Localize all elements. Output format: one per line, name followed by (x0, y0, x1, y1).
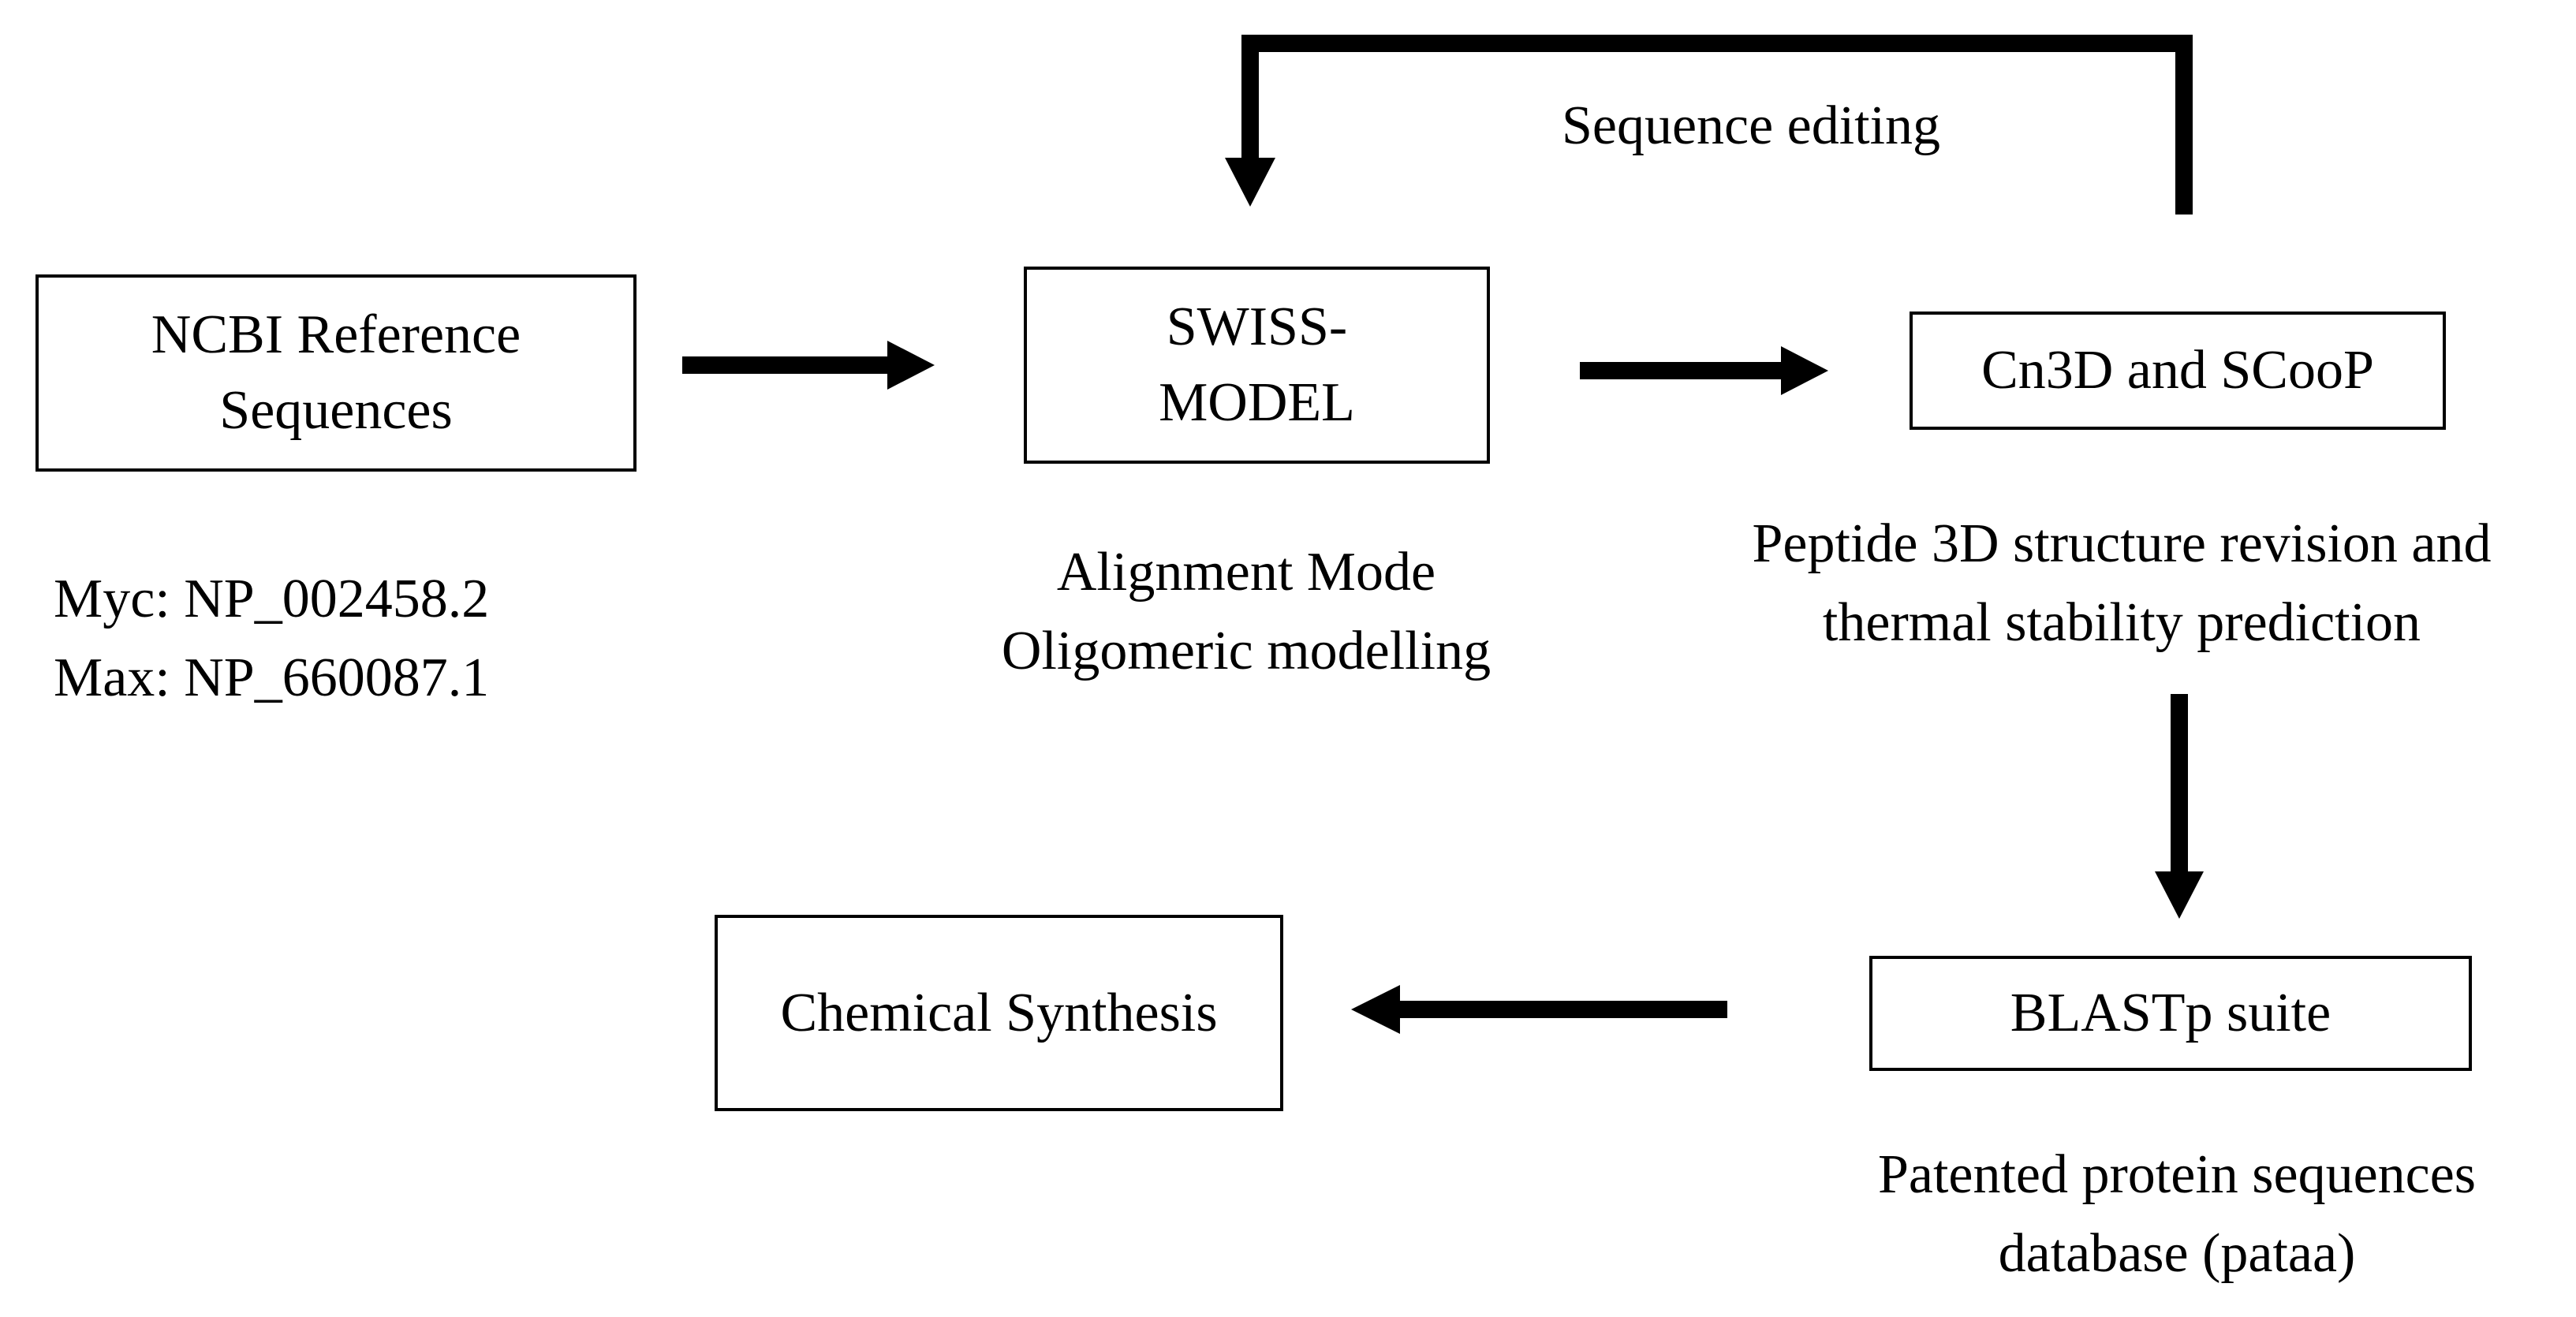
caption-swiss-line-2: Oligomeric modelling (1001, 621, 1491, 681)
feedback-arrow-sequence-editing (1225, 35, 2193, 215)
box-ncbi-line-1: NCBI Reference (151, 304, 521, 365)
caption-feedback-text: Sequence editing (1561, 95, 1941, 156)
box-chem-line-1: Chemical Synthesis (780, 982, 1218, 1043)
box-swiss-model: SWISS- MODEL (1024, 267, 1490, 464)
caption-swiss-line-1: Alignment Mode (1056, 542, 1436, 603)
caption-cn3d-line-2: thermal stability prediction (1822, 592, 2421, 653)
arrow-swiss-to-cn3d (1580, 346, 1828, 395)
box-cn3d-line-1: Cn3D and SCooP (1981, 340, 2374, 401)
arrow-blast-to-chem (1351, 985, 1727, 1034)
caption-id-max: Max: NP_660087.1 (54, 647, 490, 708)
box-swiss-line-2: MODEL (1159, 372, 1355, 433)
caption-cn3d-line-1: Peptide 3D structure revision and (1752, 513, 2492, 574)
caption-sequence-editing: Sequence editing (1483, 87, 2019, 166)
box-ncbi-line-2: Sequences (219, 380, 453, 441)
arrow-cn3d-to-blast (2155, 694, 2204, 919)
box-blast-line-1: BLASTp suite (2010, 983, 2331, 1043)
box-swiss-line-1: SWISS- (1166, 297, 1348, 357)
box-blastp-suite: BLASTp suite (1869, 956, 2472, 1071)
caption-swiss-model-modes: Alignment Mode Oligomeric modelling (931, 533, 1562, 691)
arrow-ncbi-to-swiss (682, 341, 935, 390)
caption-blast-line-1: Patented protein sequences (1877, 1144, 2477, 1205)
caption-blast-database: Patented protein sequences database (pat… (1790, 1136, 2563, 1293)
caption-blast-line-2: database (pataa) (1998, 1223, 2356, 1284)
caption-id-myc: Myc: NP_002458.2 (54, 569, 490, 629)
box-cn3d-and-scoop: Cn3D and SCooP (1910, 312, 2446, 430)
caption-reference-ids: Myc: NP_002458.2 Max: NP_660087.1 (54, 560, 637, 718)
box-chemical-synthesis: Chemical Synthesis (715, 915, 1283, 1111)
box-ncbi-reference-sequences: NCBI Reference Sequences (35, 274, 637, 472)
caption-cn3d-purpose: Peptide 3D structure revision and therma… (1668, 505, 2575, 662)
